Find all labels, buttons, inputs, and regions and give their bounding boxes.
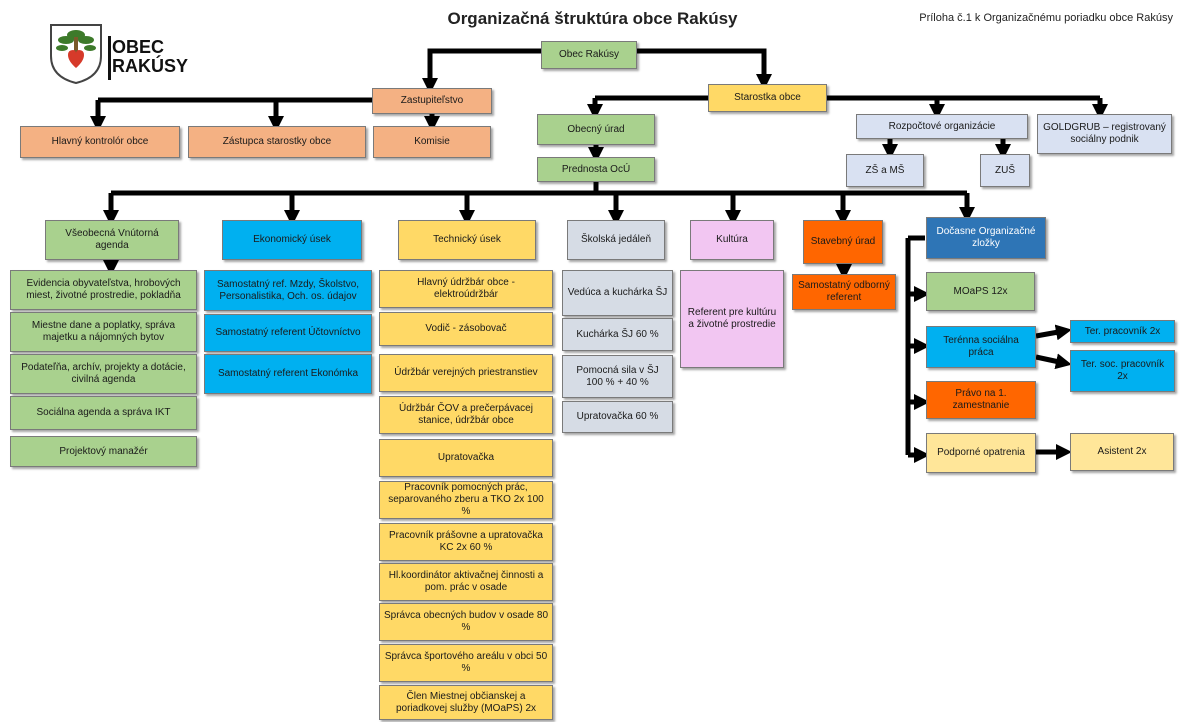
- vseobecna-item: Podateľňa, archív, projekty a dotácie, c…: [10, 354, 197, 394]
- logo-text: OBEC RAKÚSY: [112, 38, 188, 76]
- technicky-item: Údržbár ČOV a prečerpávacej stanice, údr…: [379, 396, 553, 434]
- technicky-item: Vodič - zásobovač: [379, 312, 553, 346]
- jedalen-item: Pomocná sila v ŠJ 100 % + 40 %: [562, 355, 673, 398]
- docasne-ter-pracovnik: Ter. pracovník 2x: [1070, 320, 1175, 343]
- node-goldgrub: GOLDGRUB – registrovaný sociálny podnik: [1037, 114, 1172, 154]
- node-komisie: Komisie: [373, 126, 491, 158]
- jedalen-item: Upratovačka 60 %: [562, 401, 673, 433]
- vseobecna-item: Miestne dane a poplatky, správa majetku …: [10, 312, 197, 352]
- node-prednosta: Prednosta OcÚ: [537, 157, 655, 182]
- node-obecny-urad: Obecný úrad: [537, 114, 655, 145]
- node-zastupitelstvo: Zastupiteľstvo: [372, 88, 492, 114]
- vseobecna-item: Evidencia obyvateľstva, hrobových miest,…: [10, 270, 197, 310]
- ekonomicky-item: Samostatný referent Účtovníctvo: [204, 314, 372, 352]
- docasne-podporne: Podporné opatrenia: [926, 433, 1036, 473]
- dept-technicky: Technický úsek: [398, 220, 536, 260]
- node-obec: Obec Rakúsy: [541, 41, 637, 69]
- docasne-moaps: MOaPS 12x: [926, 272, 1035, 311]
- logo-line-2: RAKÚSY: [112, 56, 189, 76]
- vseobecna-item: Projektový manažér: [10, 436, 197, 467]
- technicky-item: Pracovník prášovne a upratovačka KC 2x 6…: [379, 523, 553, 561]
- kultura-item: Referent pre kultúru a životné prostredi…: [680, 270, 784, 368]
- docasne-ter-soc-pracovnik: Ter. soc. pracovník 2x: [1070, 350, 1175, 392]
- technicky-item: Hlavný údržbár obce - elektroúdržbár: [379, 270, 553, 308]
- jedalen-item: Vedúca a kuchárka ŠJ: [562, 270, 673, 316]
- logo-divider: [108, 36, 111, 80]
- technicky-item: Pracovník pomocných prác, separovaného z…: [379, 481, 553, 519]
- docasne-pravo: Právo na 1. zamestnanie: [926, 381, 1036, 419]
- node-rozpoctove: Rozpočtové organizácie: [856, 114, 1028, 139]
- technicky-item: Správca športového areálu v obci 50 %: [379, 644, 553, 682]
- coat-of-arms-icon: [50, 24, 102, 85]
- dept-ekonomicky: Ekonomický úsek: [222, 220, 362, 260]
- jedalen-item: Kuchárka ŠJ 60 %: [562, 318, 673, 351]
- vseobecna-item: Sociálna agenda a správa IKT: [10, 396, 197, 430]
- node-starostka: Starostka obce: [708, 84, 827, 112]
- technicky-item: Správca obecných budov v osade 80 %: [379, 603, 553, 641]
- node-zus: ZUŠ: [980, 154, 1030, 187]
- dept-kultura: Kultúra: [690, 220, 774, 260]
- dept-docasne: Dočasne Organizačné zložky: [926, 217, 1046, 259]
- technicky-item: Hl.koordinátor aktivačnej činnosti a pom…: [379, 563, 553, 601]
- technicky-item: Údržbár verejných priestranstiev: [379, 354, 553, 392]
- dept-jedalen: Školská jedáleň: [567, 220, 665, 260]
- technicky-item: Upratovačka: [379, 439, 553, 477]
- annex-label: Príloha č.1 k Organizačnému poriadku obc…: [919, 12, 1173, 24]
- dept-vseobecna: Všeobecná Vnútorná agenda: [45, 220, 179, 260]
- coat-of-arms-logo: [48, 22, 104, 86]
- dept-stavebny: Stavebný úrad: [803, 220, 883, 264]
- stavebny-item: Samostatný odborný referent: [792, 274, 896, 310]
- logo-line-1: OBEC: [112, 37, 165, 57]
- ekonomicky-item: Samostatný ref. Mzdy, Školstvo, Personal…: [204, 270, 372, 311]
- ekonomicky-item: Samostatný referent Ekonómka: [204, 354, 372, 394]
- node-kontrolor: Hlavný kontrolór obce: [20, 126, 180, 158]
- technicky-item: Člen Miestnej občianskej a poriadkovej s…: [379, 685, 553, 720]
- page-title: Organizačná štruktúra obce Rakúsy: [447, 9, 738, 28]
- docasne-terenna: Terénna sociálna práca: [926, 326, 1036, 368]
- node-zastupca: Zástupca starostky obce: [188, 126, 366, 158]
- docasne-asistent: Asistent 2x: [1070, 433, 1174, 471]
- node-zs-ms: ZŠ a MŠ: [846, 154, 924, 187]
